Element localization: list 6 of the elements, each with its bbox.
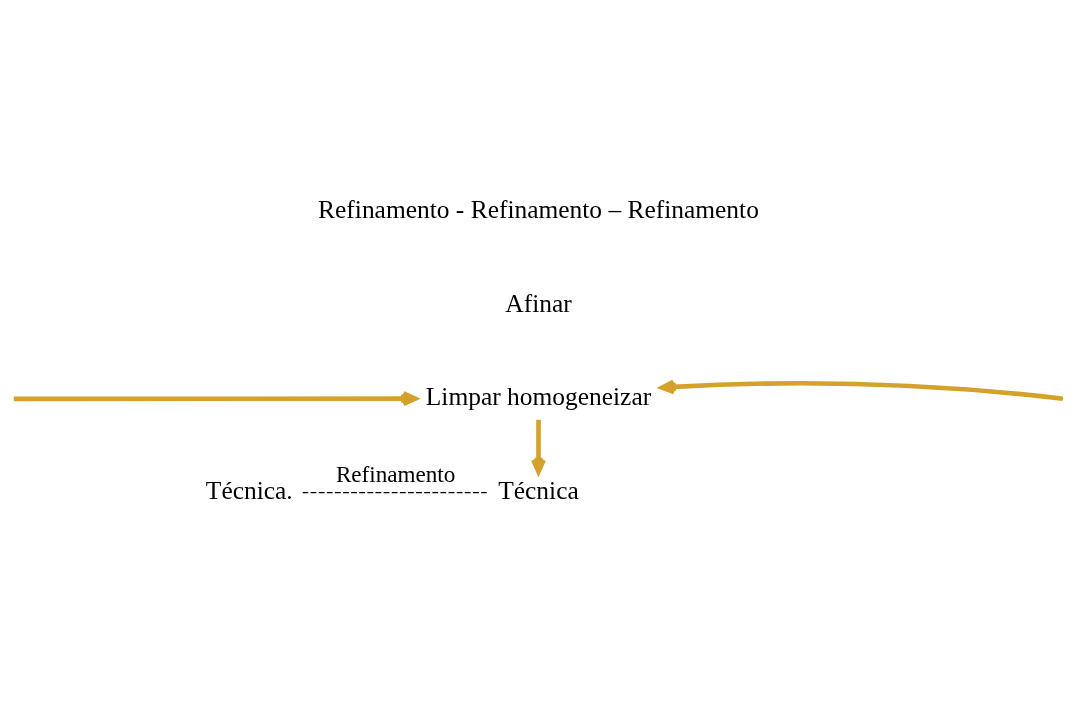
label: Afinar <box>505 288 572 318</box>
edge-label: Refinamento <box>335 461 456 488</box>
node-text: Limpar homogeneizar <box>425 382 652 412</box>
node-text: Técnica <box>498 476 579 506</box>
label: Refinamento - Refinamento – Refinamento <box>318 194 759 224</box>
node-text: Técnica. <box>205 476 293 506</box>
